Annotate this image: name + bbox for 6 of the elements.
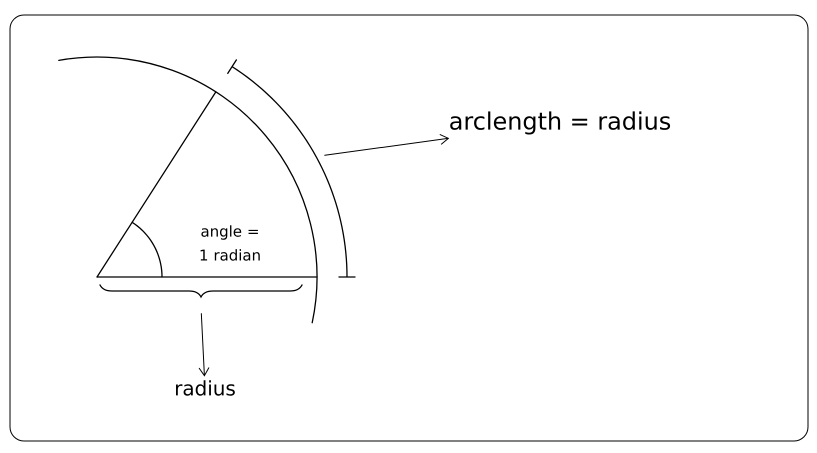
angle-label: angle = 1 radian: [200, 225, 260, 261]
arrow: [198, 313, 210, 377]
arrow: [324, 134, 450, 156]
handwritten-label: radius: [176, 380, 235, 396]
handwritten-label: arclength = radius: [450, 111, 670, 135]
curly-brace: [99, 284, 303, 298]
